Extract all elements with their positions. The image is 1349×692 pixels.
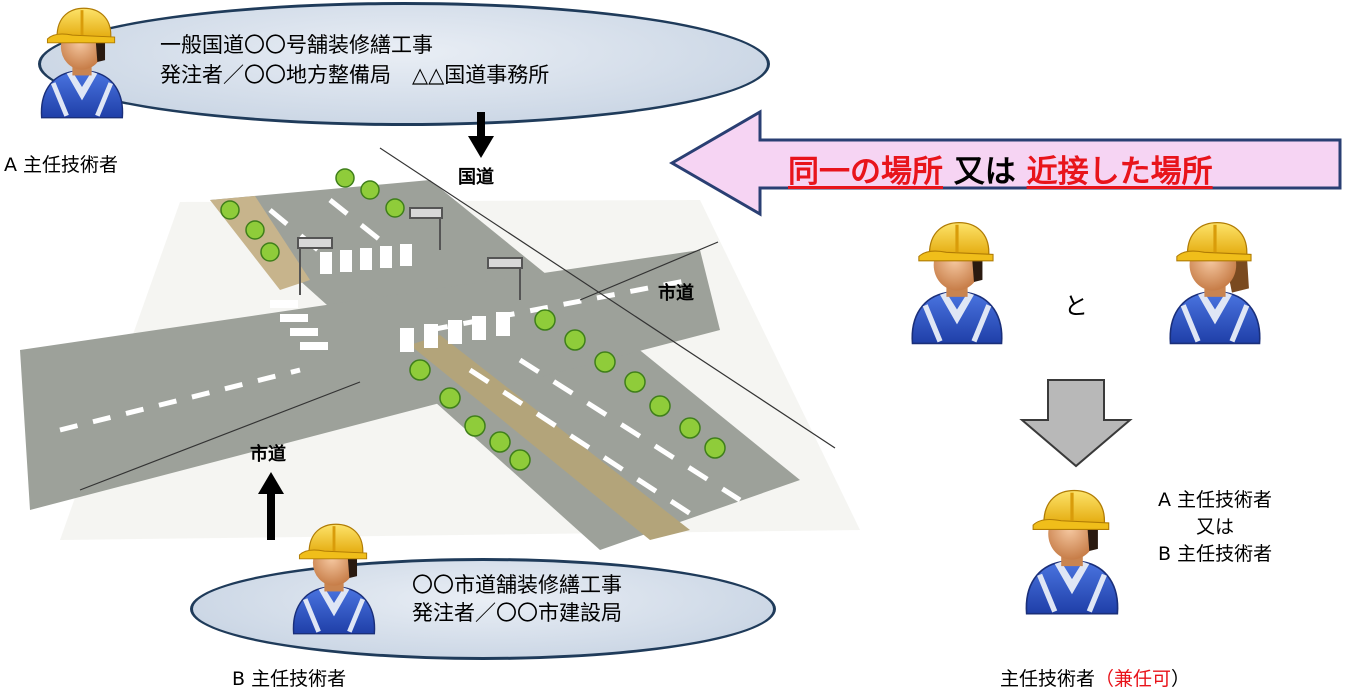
intersection-illustration [20,147,860,550]
city-road-right-label: 市道 [658,283,694,304]
engineer-b-label: B 主任技術者 [232,668,347,690]
project-a-orderer: 発注者／〇〇地方整備局 △△国道事務所 [160,63,550,87]
location-callout-arrow [669,109,1342,217]
worker-a-icon [34,4,130,120]
city-road-left-label: 市道 [250,444,286,465]
worker-b-icon [286,520,382,636]
project-b-bubble [190,558,776,660]
national-road-label: 国道 [458,167,494,188]
location-callout-text: 同一の場所 又は 近接した場所 [788,146,1213,191]
result-worker-icon [1018,484,1126,618]
result-caption: 主任技術者（兼任可） [1000,664,1190,691]
result-line-or: 又は [1196,516,1235,538]
project-b-title: 〇〇市道舗装修繕工事 [412,573,622,597]
adjacent-location-text: 近接した場所 [1026,154,1213,190]
worker-male-icon [904,216,1010,348]
or-text: 又は [943,154,1027,190]
result-line-a: A 主任技術者 [1158,489,1273,511]
arrow-down-icon [468,112,494,158]
project-a-title: 一般国道〇〇号舗装修繕工事 [160,33,433,57]
project-b-orderer: 発注者／〇〇市建設局 [412,601,622,625]
project-a-bubble [38,2,770,126]
result-caption-paren-close: ） [1171,668,1191,690]
concurrent-allowed-text: 兼任可 [1114,668,1172,690]
result-caption-main: 主任技術者 [1000,668,1096,690]
arrow-up-icon [258,472,284,540]
same-location-text: 同一の場所 [788,154,943,190]
worker-female-icon [1162,216,1268,348]
result-caption-paren-open: （ [1095,668,1115,690]
engineer-a-label: A 主任技術者 [4,154,119,176]
result-arrow-down-icon [1019,379,1133,468]
result-line-b: B 主任技術者 [1158,543,1273,565]
connector-to: と [1064,292,1088,320]
